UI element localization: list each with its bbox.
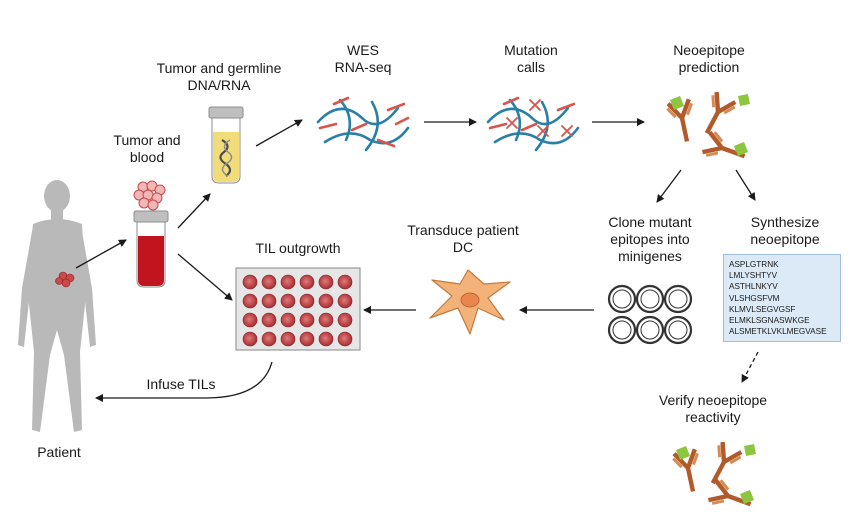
label-tumor-blood: Tumor and blood bbox=[113, 132, 181, 165]
label-infuse-tils: Infuse TILs bbox=[146, 376, 216, 392]
label-mutation-calls: Mutation calls bbox=[504, 42, 558, 75]
peptide-sequence: LMLYSHTYV bbox=[729, 271, 778, 281]
dna-strands-icon bbox=[316, 96, 410, 152]
label-neoepitope-prediction: Neoepitope prediction bbox=[673, 42, 745, 75]
peptide-sequence-box: ASPLGTRNK LMLYSHTYV ASTHLNKYV VLSHGSFVM … bbox=[723, 254, 841, 342]
arrow-tube-to-plate bbox=[177, 253, 233, 301]
label-clone-mutant: Clone mutant epitopes into minigenes bbox=[608, 214, 692, 264]
culture-plate-icon bbox=[235, 267, 361, 351]
label-tumor-germline: Tumor and germline DNA/RNA bbox=[156, 60, 282, 93]
peptide-sequence: VLSHGSFVM bbox=[729, 293, 780, 303]
arrow-patient-to-tube bbox=[75, 239, 127, 269]
label-patient: Patient bbox=[37, 444, 81, 460]
dendritic-cell-icon bbox=[429, 269, 511, 335]
arrow-prediction-to-clone bbox=[656, 169, 682, 203]
arrow-tube-to-sample bbox=[177, 193, 211, 229]
sample-tube-icon bbox=[208, 106, 244, 184]
arrow-infuse-tils bbox=[95, 361, 273, 402]
peptide-sequence: ALSMETKLVKLMEGVASE bbox=[729, 327, 827, 337]
arrow-prediction-to-synthesize bbox=[735, 169, 756, 201]
blood-tube-icon bbox=[133, 210, 169, 288]
patient-silhouette-icon bbox=[18, 180, 96, 432]
antibody-icon bbox=[664, 89, 750, 170]
label-til-outgrowth: TIL outgrowth bbox=[255, 240, 341, 256]
peptide-sequence: KLMVLSEGVGSF bbox=[729, 304, 796, 314]
patient-tumor-icon bbox=[55, 271, 75, 288]
antibody-icon bbox=[670, 439, 756, 518]
label-verify: Verify neoepitope reactivity bbox=[658, 392, 768, 425]
arrow-synthesize-to-verify bbox=[741, 351, 759, 383]
label-transduce: Transduce patient DC bbox=[407, 222, 519, 255]
peptide-sequence: ASTHLNKYV bbox=[729, 282, 778, 292]
label-wes: WES RNA-seq bbox=[334, 42, 392, 75]
mutated-strands-icon bbox=[486, 96, 580, 152]
peptide-sequence: ELMKLSGNASWKGE bbox=[729, 316, 810, 326]
tumor-icon bbox=[133, 180, 166, 211]
peptide-sequence: ASPLGTRNK bbox=[729, 260, 779, 269]
label-synthesize: Synthesize neoepitope bbox=[750, 214, 820, 247]
arrow-sample-to-wes bbox=[255, 119, 303, 147]
minigene-plasmid-icon bbox=[607, 284, 693, 345]
